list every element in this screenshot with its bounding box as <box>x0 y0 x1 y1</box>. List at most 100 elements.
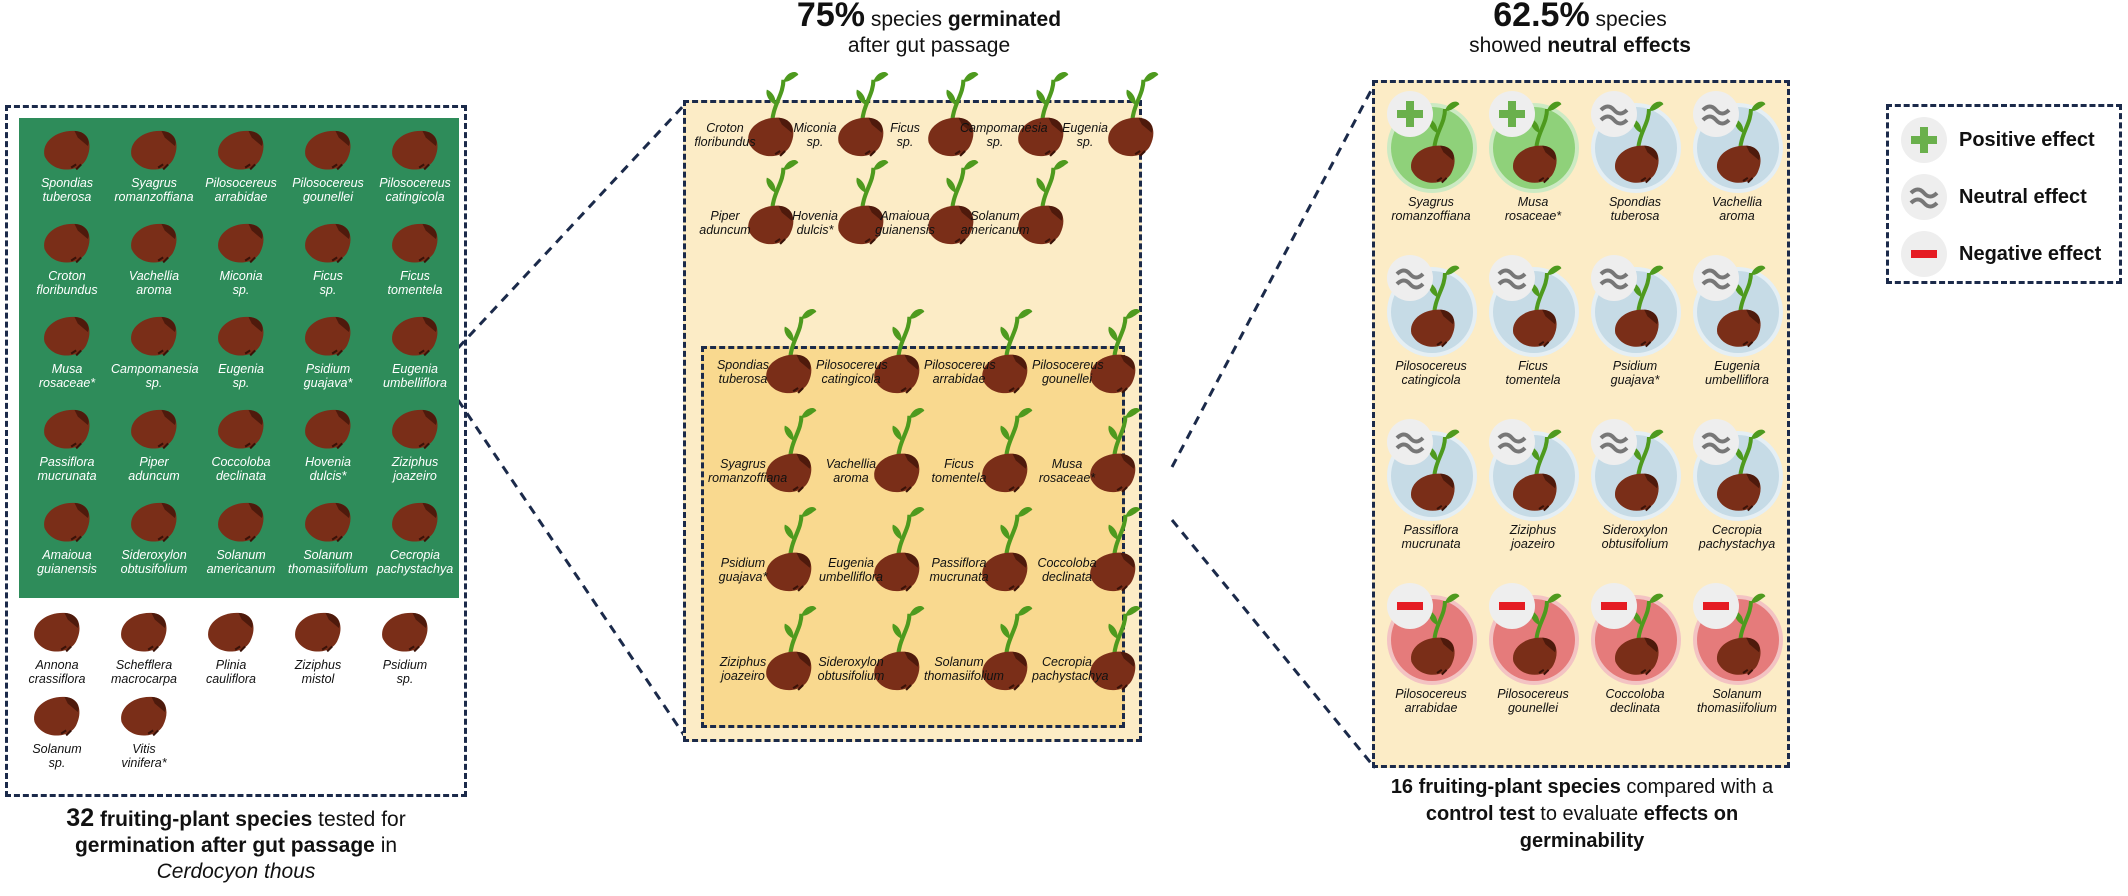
caption-text: in <box>374 834 398 857</box>
sprouting-seed-icon <box>874 507 925 592</box>
panel-a-caption: 32 fruiting-plant species tested for ger… <box>10 805 462 885</box>
seed-icon <box>218 409 264 450</box>
approx-icon <box>1387 255 1433 301</box>
plus-icon <box>1901 117 1947 163</box>
seed-icon <box>131 316 177 357</box>
seed-icon <box>392 130 438 171</box>
legend-label: Neutral effect <box>1959 185 2087 208</box>
neutral-percentage: 62.5% <box>1493 0 1590 34</box>
header-line2: after gut passage <box>847 34 1011 57</box>
seed-icon <box>305 223 351 264</box>
seed-icon <box>34 612 80 653</box>
seed-icon <box>131 130 177 171</box>
caption-text: tested for <box>312 808 406 831</box>
approx-icon <box>1387 419 1433 465</box>
minus-icon <box>1901 231 1947 277</box>
header-text: species <box>1589 8 1667 31</box>
sprouting-seed-icon <box>1614 265 1664 348</box>
sprouting-seed-icon <box>1512 101 1562 184</box>
sprouting-seed-icon <box>766 309 817 394</box>
sprouting-seed-icon <box>766 507 817 592</box>
caption-bold: fruiting-plant species <box>94 808 313 831</box>
seed-icon <box>121 696 167 737</box>
seed-icon <box>392 502 438 543</box>
panel-c-header: 62.5% species showed neutral effects <box>1375 0 1785 59</box>
sprouting-seed-icon <box>1512 429 1562 512</box>
caption-bold: effects on <box>1643 803 1739 825</box>
sprouting-seed-icon <box>982 507 1033 592</box>
sprouting-seed-icon <box>838 160 889 245</box>
seed-icon <box>44 223 90 264</box>
effect-legend: Positive effect Neutral effect Negative … <box>1886 104 2122 284</box>
seed-icon <box>295 612 341 653</box>
panel-c-caption: 16 fruiting-plant species compared with … <box>1362 774 1802 855</box>
seed-icon <box>305 130 351 171</box>
approx-icon <box>1489 255 1535 301</box>
legend-negative: Negative effect <box>1901 231 2101 277</box>
minus-icon <box>1591 583 1637 629</box>
seed-icon <box>218 502 264 543</box>
sprouting-seed-icon <box>1410 265 1460 348</box>
connector-line <box>1170 519 1377 769</box>
sprouting-seed-icon <box>1614 593 1664 676</box>
legend-positive: Positive effect <box>1901 117 2095 163</box>
legend-label: Negative effect <box>1959 242 2102 265</box>
approx-icon <box>1901 174 1947 220</box>
sprouting-seed-icon <box>874 309 925 394</box>
sprouting-seed-icon <box>1090 408 1141 493</box>
seed-icon <box>392 223 438 264</box>
seed-icon <box>44 409 90 450</box>
seed-icon <box>305 316 351 357</box>
